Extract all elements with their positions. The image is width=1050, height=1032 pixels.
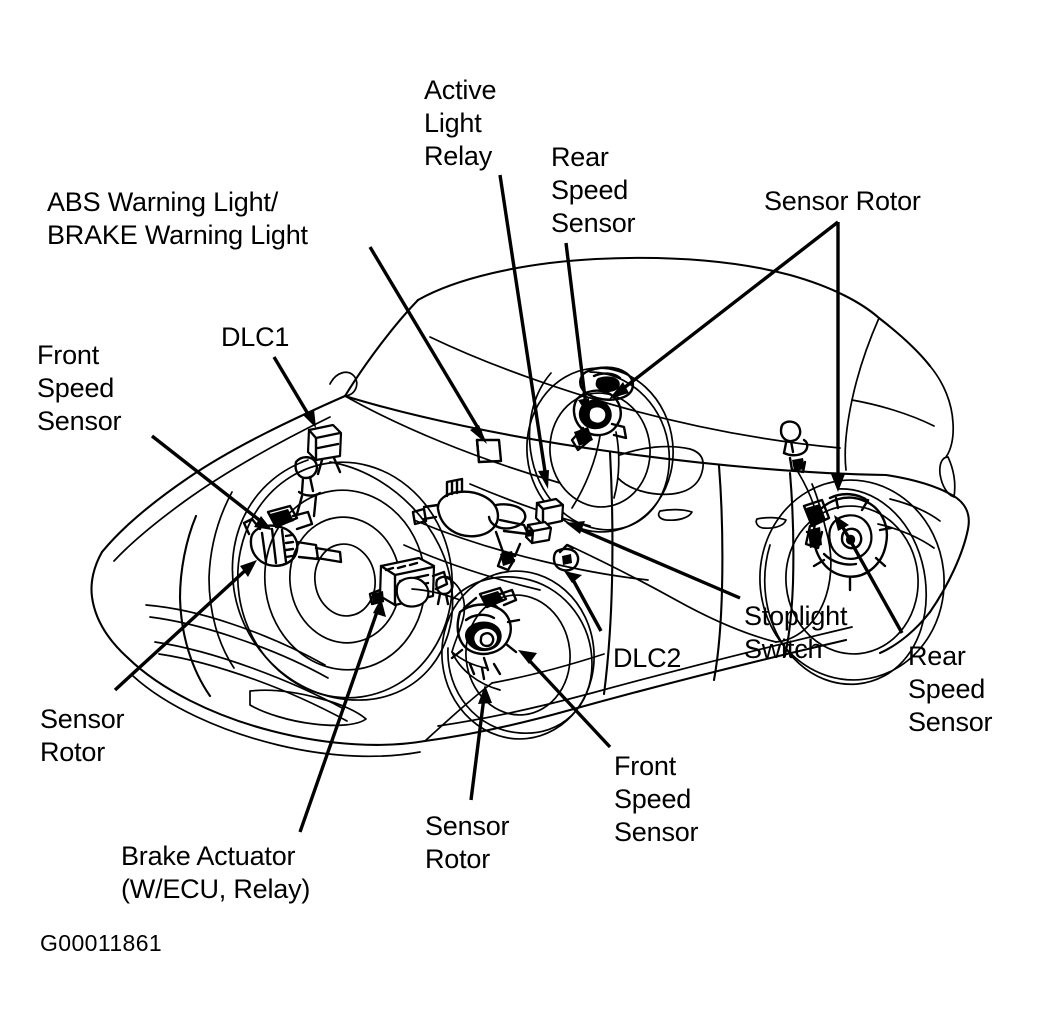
sensor-rotor-label-top-right: Sensor Rotor xyxy=(764,186,921,216)
front-left-speed-sensor-assembly xyxy=(242,456,343,567)
front-right-hub-assembly xyxy=(411,575,521,681)
active-light-relay-box xyxy=(534,497,565,527)
stoplight-switch-label: Stoplight Switch xyxy=(744,601,848,664)
front-speed-sensor-label-left: Front Speed Sensor xyxy=(37,340,122,436)
dlc1-connector xyxy=(306,423,343,476)
brake-actuator-label: Brake Actuator (W/ECU, Relay) xyxy=(121,841,311,904)
vehicle-body-outline xyxy=(90,256,970,758)
brake-line-harness xyxy=(446,420,832,691)
abs-warning-light-label: ABS Warning Light/ BRAKE Warning Light xyxy=(47,187,308,250)
dlc1-label: DLC1 xyxy=(221,322,290,352)
instrument-cluster-warning-light xyxy=(475,438,503,464)
active-light-relay-label: Active Light Relay xyxy=(424,75,497,171)
rear-left-hub-assembly xyxy=(570,366,635,509)
dlc2-label: DLC2 xyxy=(613,643,682,673)
leader-lines xyxy=(113,174,904,833)
brake-actuator-unit xyxy=(368,556,449,608)
figure-id-code: G00011861 xyxy=(40,930,163,956)
front-speed-sensor-label-bottom: Front Speed Sensor xyxy=(614,751,699,847)
dlc2-connector xyxy=(524,520,553,545)
sensor-rotor-label-front: Sensor Rotor xyxy=(425,811,510,874)
rear-speed-sensor-label-top: Rear Speed Sensor xyxy=(551,142,636,238)
brake-booster-master-cylinder xyxy=(411,477,530,572)
rear-speed-sensor-label-right: Rear Speed Sensor xyxy=(908,641,993,737)
rear-right-hub-assembly xyxy=(802,493,893,592)
sensor-rotor-label-left: Sensor Rotor xyxy=(40,704,125,767)
